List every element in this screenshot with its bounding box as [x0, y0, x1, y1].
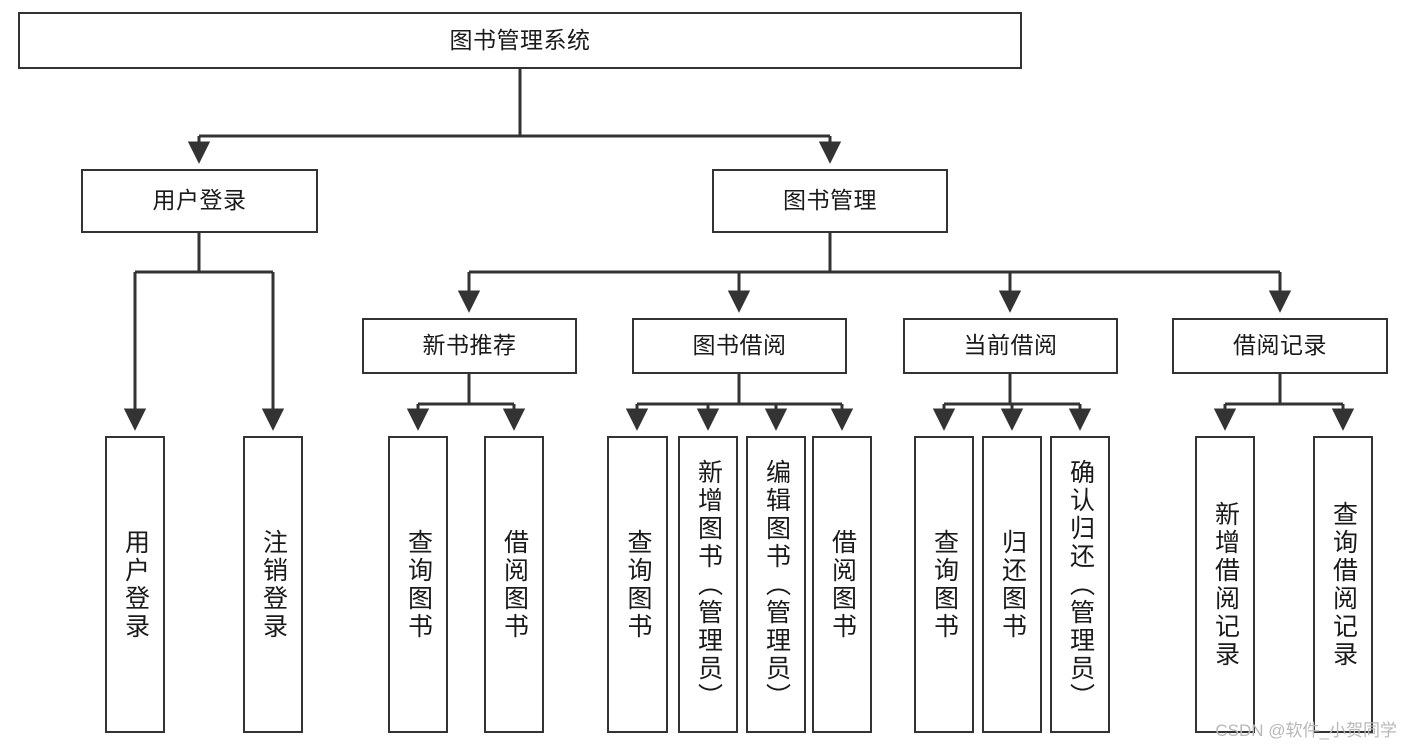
node-new-book-recommend[interactable]: 新书推荐	[362, 318, 577, 374]
node-user-login[interactable]: 用户登录	[81, 169, 318, 233]
node-root-label: 图书管理系统	[449, 26, 591, 53]
leaf-borrow-add-book-label: 新增图书（管理员）	[694, 458, 723, 711]
leaf-current-confirm-return[interactable]: 确认归还（管理员）	[1050, 436, 1110, 733]
leaf-borrow-borrow-book-label: 借阅图书	[828, 528, 857, 641]
leaf-record-add-label: 新增借阅记录	[1211, 500, 1240, 669]
node-root[interactable]: 图书管理系统	[18, 12, 1022, 69]
leaf-user-login[interactable]: 用户登录	[105, 436, 165, 733]
node-borrow-record[interactable]: 借阅记录	[1172, 318, 1388, 374]
leaf-record-query[interactable]: 查询借阅记录	[1313, 436, 1373, 733]
leaf-borrow-borrow-book[interactable]: 借阅图书	[812, 436, 872, 733]
leaf-borrow-edit-book-label: 编辑图书（管理员）	[762, 458, 791, 711]
leaf-borrow-query-book[interactable]: 查询图书	[607, 436, 668, 733]
leaf-logout-label: 注销登录	[259, 528, 288, 641]
node-current-borrow-label: 当前借阅	[963, 332, 1058, 359]
node-book-borrow[interactable]: 图书借阅	[632, 318, 847, 374]
leaf-borrow-add-book[interactable]: 新增图书（管理员）	[678, 436, 738, 733]
node-user-login-label: 用户登录	[152, 187, 247, 214]
node-book-management[interactable]: 图书管理	[712, 169, 948, 233]
node-book-management-label: 图书管理	[783, 187, 877, 214]
node-borrow-record-label: 借阅记录	[1233, 332, 1327, 359]
leaf-newbook-query-book-label: 查询图书	[404, 528, 433, 641]
leaf-newbook-borrow-book[interactable]: 借阅图书	[484, 436, 544, 733]
leaf-borrow-query-book-label: 查询图书	[624, 528, 652, 641]
node-book-borrow-label: 图书借阅	[692, 332, 787, 359]
leaf-user-login-label: 用户登录	[121, 528, 150, 641]
leaf-record-query-label: 查询借阅记录	[1329, 500, 1358, 669]
leaf-newbook-borrow-book-label: 借阅图书	[500, 528, 529, 641]
leaf-current-return-book[interactable]: 归还图书	[982, 436, 1042, 733]
node-current-borrow[interactable]: 当前借阅	[903, 318, 1118, 374]
leaf-current-confirm-return-label: 确认归还（管理员）	[1066, 458, 1095, 711]
leaf-current-query-book[interactable]: 查询图书	[914, 436, 974, 733]
leaf-current-return-book-label: 归还图书	[998, 528, 1027, 641]
leaf-current-query-book-label: 查询图书	[930, 528, 959, 641]
leaf-newbook-query-book[interactable]: 查询图书	[388, 436, 448, 733]
leaf-borrow-edit-book[interactable]: 编辑图书（管理员）	[746, 436, 806, 733]
csdn-watermark: CSDN @软件_小贺同学	[1215, 721, 1397, 740]
leaf-logout[interactable]: 注销登录	[243, 436, 303, 733]
node-new-book-recommend-label: 新书推荐	[422, 332, 517, 359]
leaf-record-add[interactable]: 新增借阅记录	[1195, 436, 1255, 733]
